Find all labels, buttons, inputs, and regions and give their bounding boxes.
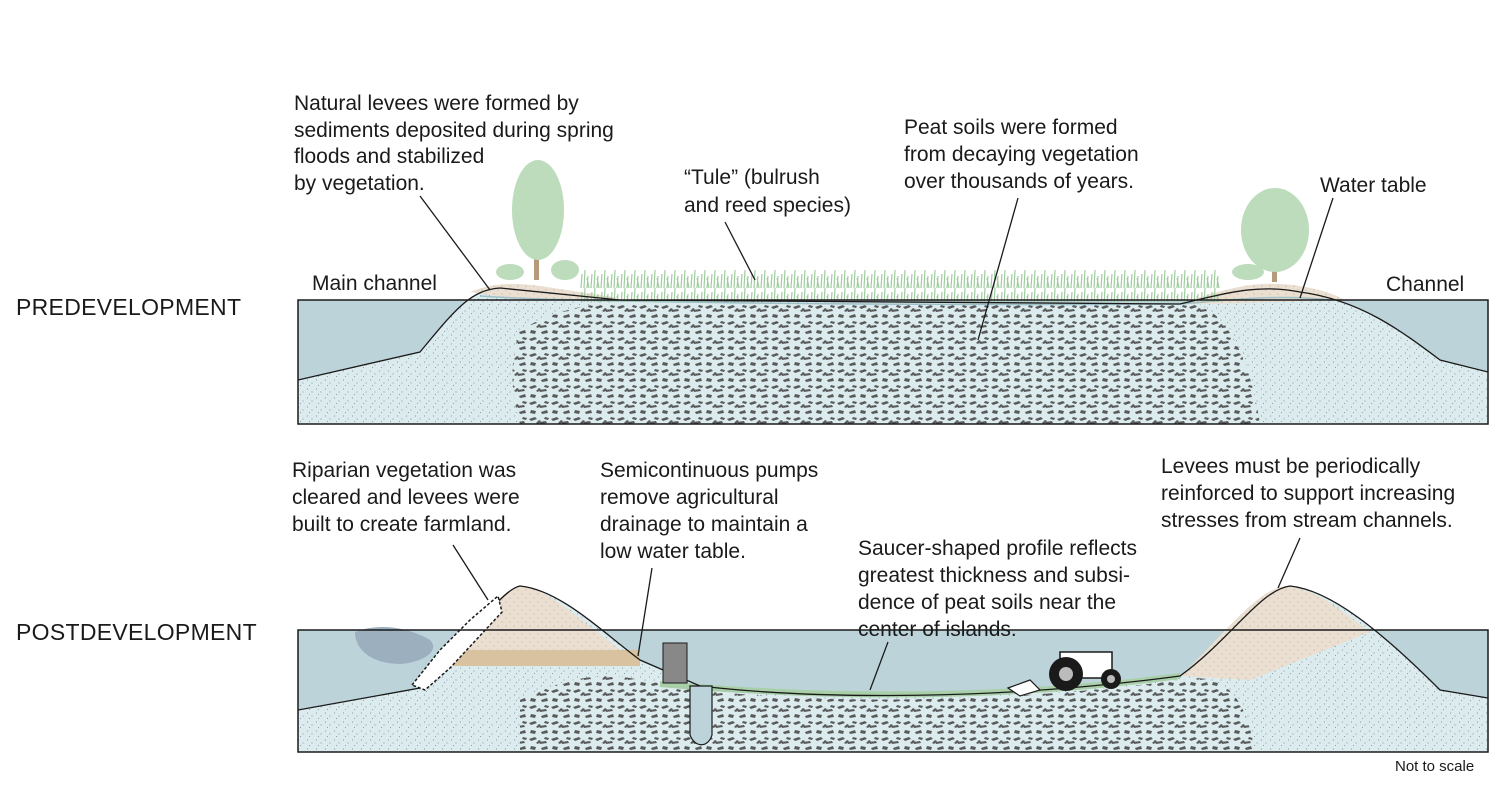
leader-levees [419,195,491,291]
cleared-vegetation [355,626,434,664]
not-to-scale-note: Not to scale [1395,758,1474,775]
pre-frame [297,299,1489,425]
tractor-icon [1006,651,1121,697]
channel-label: Channel [1386,273,1464,296]
postdevelopment-section [298,585,1488,752]
main-channel-label: Main channel [312,272,437,295]
water-table-label: Water table [1320,174,1427,197]
levee-reinforcement-band [440,650,640,666]
post-frame [297,629,1489,753]
postdevelopment-label: POSTDEVELOPMENT [16,619,257,645]
pre-tule-grass [580,270,1220,302]
leader-tule [724,221,756,281]
predevelopment-label: PREDEVELOPMENT [16,294,241,320]
leader-water-table [1299,197,1334,299]
pumps-annotation: Semicontinuous pumps remove agricultural… [600,459,824,563]
drainage-ditch [689,685,713,746]
post-left-levee [440,586,640,665]
leader-peat [977,197,1019,341]
pre-right-levee [1180,283,1345,304]
tree-icon [1232,188,1309,282]
leader-saucer [869,641,889,691]
leader-pumps [637,567,653,657]
tule-annotation: “Tule” (bulrush and reed species) [684,166,851,217]
saucer-annotation: Saucer-shaped profile reflects greatest … [858,537,1143,641]
leader-riparian [452,544,489,601]
pre-peat-layer [512,301,1260,424]
peat-annotation: Peat soils were formed from decaying veg… [904,116,1144,193]
leader-reinforce [1277,537,1301,589]
post-ground-outline [298,585,1488,711]
rock-riprap [410,594,503,691]
riparian-annotation: Riparian vegetation was cleared and leve… [292,459,525,536]
pump-icon [662,642,688,684]
tree-icon [496,160,579,280]
predevelopment-section [298,270,1488,424]
levees-annotation: Natural levees were formed by sediments … [294,92,620,195]
post-right-levee [1180,586,1370,680]
reinforce-annotation: Levees must be periodically reinforced t… [1161,455,1461,532]
pre-ground-outline [298,287,1488,381]
